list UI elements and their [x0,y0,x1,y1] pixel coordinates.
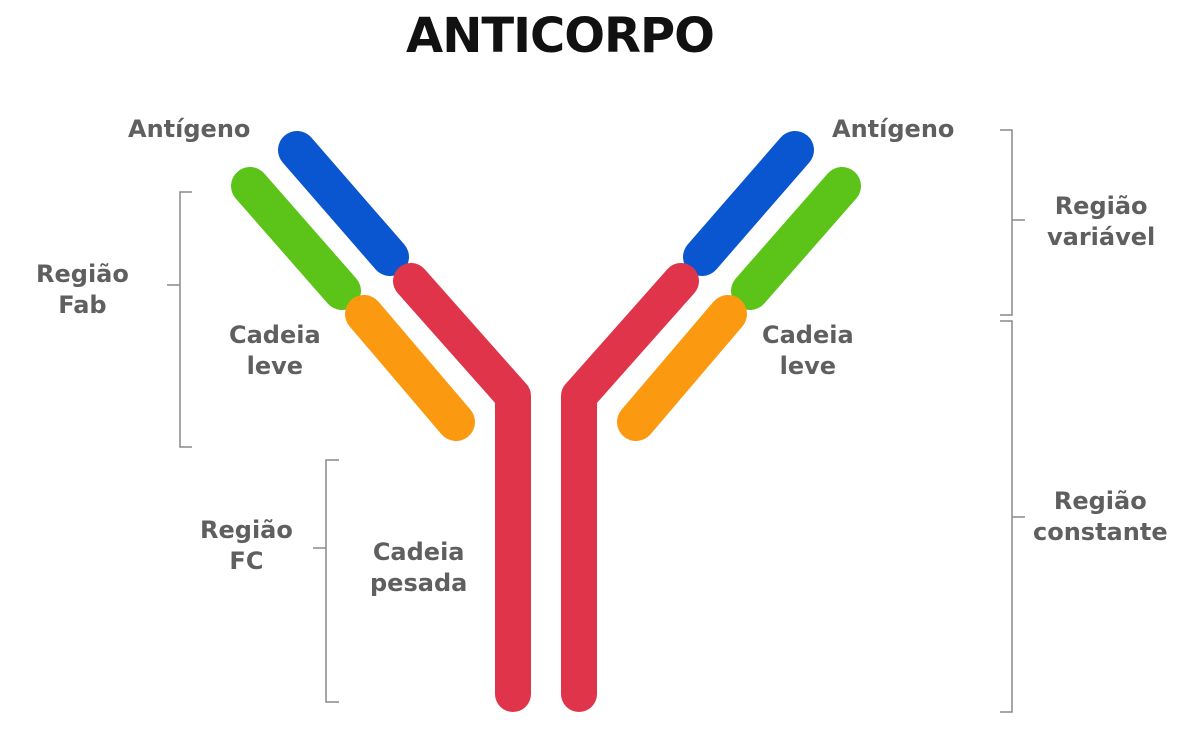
variable-region-label: Região variável [1047,191,1155,253]
label-line: Região [1053,487,1147,515]
heavy-chain-label: Cadeia pesada [370,537,467,599]
left-constant-light-domain [345,295,475,441]
fc-region-label: Região FC [200,515,293,577]
diagram-title: ANTICORPO [406,8,715,64]
antigen-left-label: Antígeno [128,115,251,143]
fab-bracket [179,191,192,448]
light-chain-left-label: Cadeia leve [229,320,321,382]
light-chain-right-label: Cadeia leve [762,320,854,382]
label-line: Cadeia [229,321,321,349]
right-heavy-chain [561,263,699,712]
label-line: variável [1047,223,1156,251]
right-constant-light-domain [617,295,747,441]
left-variable-heavy-domain [278,131,409,276]
label-line: Região [200,516,293,544]
label-line: Fab [58,291,107,319]
variable-region-bracket [1000,129,1013,316]
label-line: leve [246,352,304,380]
left-heavy-chain [393,263,531,712]
label-line: constante [1033,518,1168,546]
right-variable-light-domain [731,167,861,310]
constant-region-bracket [1000,320,1013,713]
fc-bracket [325,459,339,703]
right-variable-heavy-domain [683,131,814,276]
label-line: Cadeia [762,321,854,349]
antigen-right-label: Antígeno [832,115,955,143]
fab-region-label: Região Fab [36,259,129,321]
label-line: FC [229,547,264,575]
label-line: pesada [370,569,468,597]
left-variable-light-domain [231,167,361,310]
label-line: Cadeia [372,538,465,566]
label-line: leve [779,352,837,380]
label-line: Região [1054,192,1148,220]
constant-region-label: Região constante [1033,486,1168,548]
label-line: Região [36,260,129,288]
